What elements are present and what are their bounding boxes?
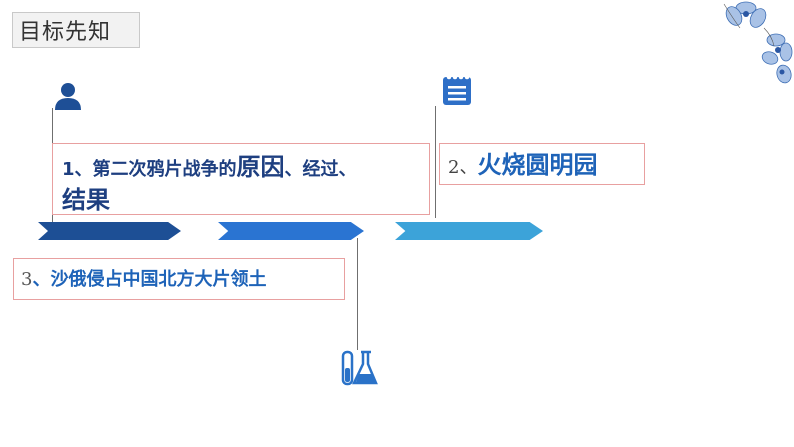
timeline-arrow-2 bbox=[218, 222, 364, 240]
timeline-line-3 bbox=[357, 238, 358, 350]
objective-1-number: 1 bbox=[62, 159, 75, 180]
blue-flowers-decoration bbox=[723, 1, 793, 84]
objective-2-box: 2、火烧圆明园 bbox=[439, 143, 645, 185]
objective-3-box: 3、沙俄侵占中国北方大片领土 bbox=[13, 258, 345, 300]
timeline-arrow-1 bbox=[38, 222, 181, 240]
objective-1-emphasis-result: 结果 bbox=[62, 186, 110, 214]
objective-3-text: 3、沙俄侵占中国北方大片领土 bbox=[21, 265, 266, 295]
objective-3-separator: 、 bbox=[32, 269, 51, 290]
objective-1-box: 1、第二次鸦片战争的原因、经过、结果 bbox=[52, 143, 430, 215]
objective-1-emphasis-cause: 原因 bbox=[236, 153, 285, 181]
user-icon bbox=[55, 83, 81, 110]
timeline-arrow-3 bbox=[395, 222, 543, 240]
objective-3-body: 沙俄侵占中国北方大片领土 bbox=[50, 269, 267, 290]
page-title: 目标先知 bbox=[12, 12, 140, 48]
objective-1-text: 1、第二次鸦片战争的原因、经过、结果 bbox=[62, 152, 427, 218]
notepad-icon bbox=[443, 74, 471, 105]
objective-1-prefix: 、第二次鸦片战争的 bbox=[74, 159, 237, 180]
timeline-line-2 bbox=[435, 106, 436, 218]
objective-1-middle: 、经过、 bbox=[284, 159, 357, 180]
objective-3-number: 3 bbox=[21, 269, 33, 290]
lab-flask-icon bbox=[341, 350, 378, 386]
objective-2-separator: 、 bbox=[459, 157, 478, 178]
objective-2-number: 2 bbox=[448, 157, 460, 178]
objective-2-text: 2、火烧圆明园 bbox=[448, 150, 597, 183]
objective-2-emphasis: 火烧圆明园 bbox=[477, 151, 598, 179]
page-title-text: 目标先知 bbox=[19, 20, 112, 45]
